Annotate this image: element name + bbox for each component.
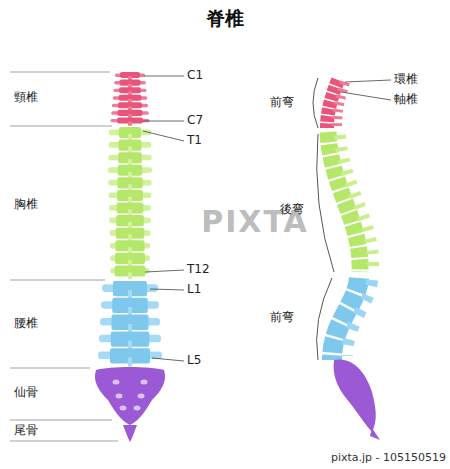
leader-line xyxy=(345,80,391,82)
region-line xyxy=(10,368,90,369)
region-name: 頸椎 xyxy=(14,91,38,105)
credit: pixta.jp - 105150519 xyxy=(331,452,446,465)
region-name: 胸椎 xyxy=(14,198,38,212)
bracket xyxy=(317,278,332,360)
curve-label: 後弯 xyxy=(280,203,304,217)
region-name: 腰椎 xyxy=(14,317,38,331)
region-line xyxy=(10,280,105,281)
leader-line xyxy=(143,121,184,122)
thoracic-side xyxy=(328,132,360,272)
sacral-foramen xyxy=(120,406,127,411)
sacral-foramen xyxy=(134,406,141,411)
leader-line xyxy=(341,92,391,100)
cervical-spinous xyxy=(128,122,132,126)
vertebra-label: L1 xyxy=(187,283,201,297)
leader-line xyxy=(145,270,184,272)
vertebra-label: L5 xyxy=(187,354,201,368)
sacrum xyxy=(95,367,165,425)
leader-line xyxy=(143,131,184,141)
thoracic-process xyxy=(340,135,373,268)
leader-line xyxy=(150,289,184,290)
cervical-process xyxy=(337,82,345,126)
region-line xyxy=(10,420,112,421)
coccyx-side xyxy=(370,428,380,440)
leader-line xyxy=(144,76,184,77)
sacral-foramen xyxy=(113,380,120,385)
curve-label: 前弯 xyxy=(270,96,294,110)
vertebra-label: C1 xyxy=(187,69,203,83)
sacral-foramen xyxy=(116,394,123,399)
vertebra-label: C7 xyxy=(187,114,203,128)
vertebra-label: 軸椎 xyxy=(394,93,418,107)
title: 脊椎 xyxy=(206,8,244,30)
lumbar-process xyxy=(347,280,372,356)
region-name: 尾骨 xyxy=(14,424,38,438)
region-line xyxy=(10,441,118,442)
curve-brackets xyxy=(313,78,334,360)
region-line xyxy=(10,126,112,127)
thoracic-spinous xyxy=(128,272,132,279)
vertebra-label: T12 xyxy=(187,263,210,277)
vertebra-label: 環椎 xyxy=(394,73,418,87)
coccyx xyxy=(123,425,137,442)
leader-line xyxy=(152,358,184,361)
leader-lines xyxy=(143,76,391,361)
sacrum-side xyxy=(334,359,376,432)
sacral-foramen xyxy=(141,380,148,385)
vertebra-label: T1 xyxy=(187,134,202,148)
sacral-foramen xyxy=(138,394,145,399)
region-name: 仙骨 xyxy=(14,386,38,400)
lumbar-side xyxy=(332,278,359,360)
bracket xyxy=(317,134,334,272)
front-view xyxy=(95,72,165,442)
bracket xyxy=(313,78,318,128)
region-line xyxy=(10,72,110,73)
side-view xyxy=(327,80,380,440)
lumbar-spinous xyxy=(128,357,132,366)
curve-label: 前弯 xyxy=(270,311,294,325)
